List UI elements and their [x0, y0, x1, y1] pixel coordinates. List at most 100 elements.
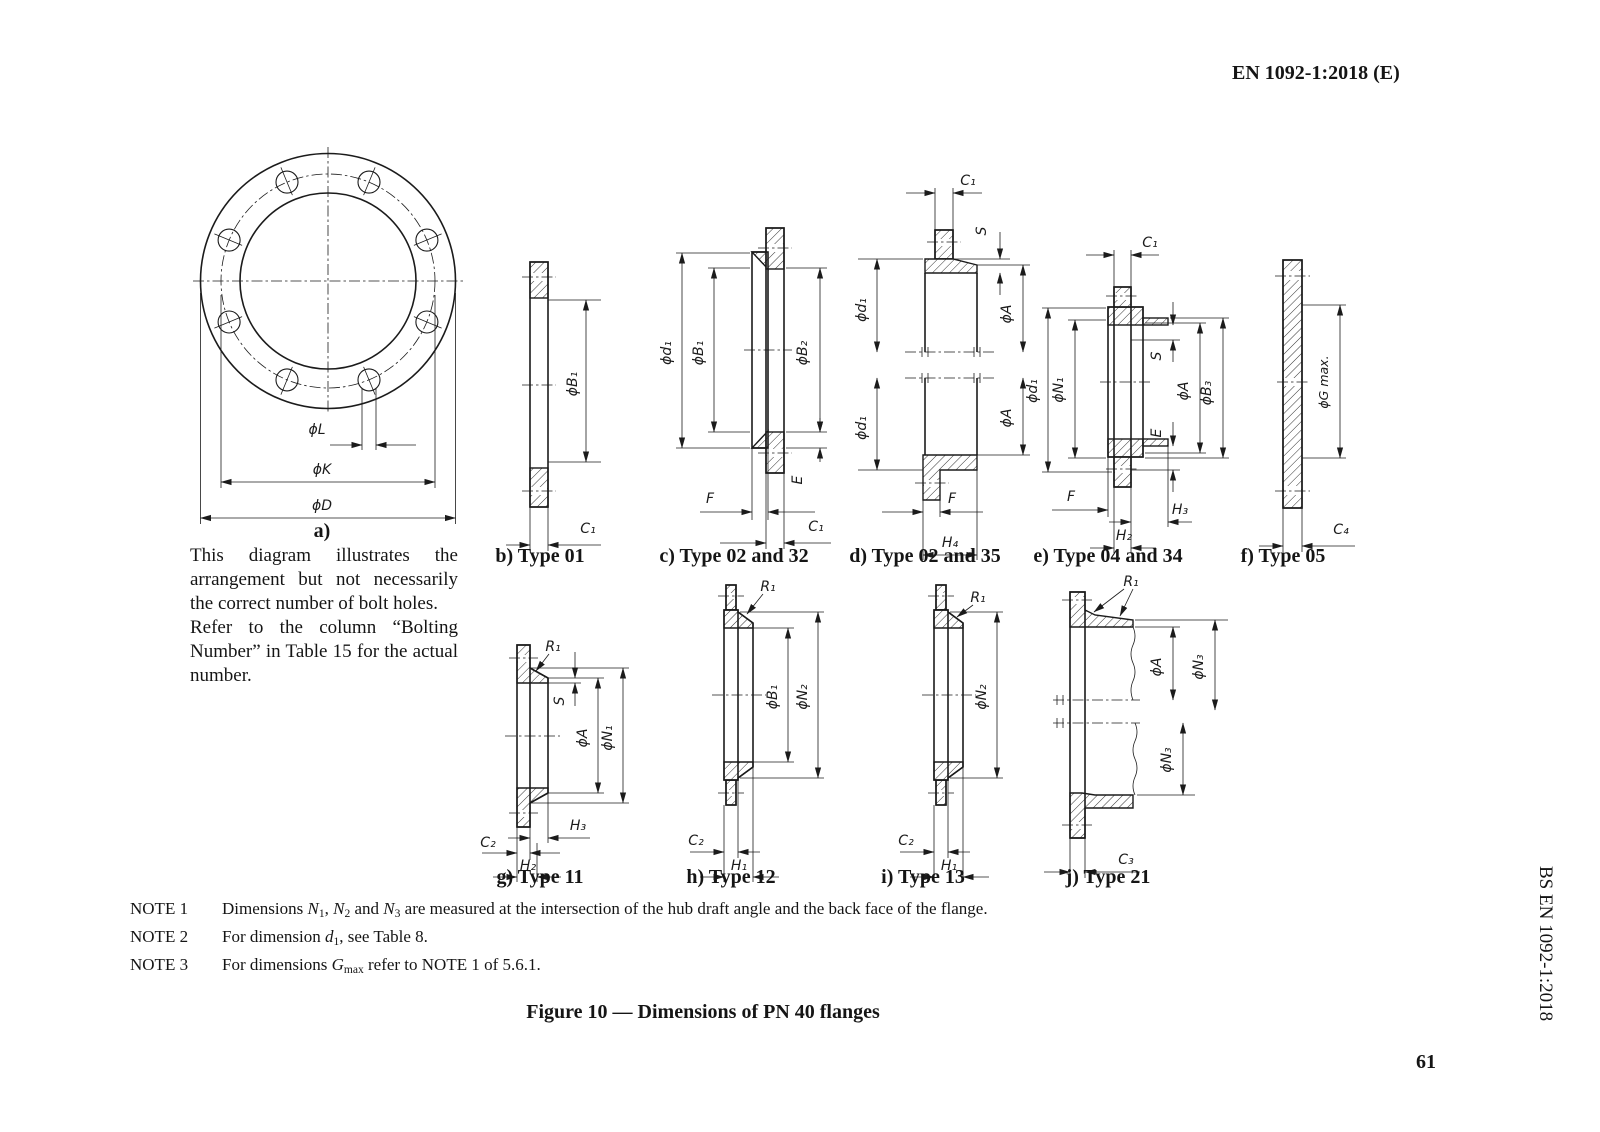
drawing-h-type12: R₁ ϕB₁ ϕN₂ C₂ H₁	[688, 579, 824, 882]
dim-label-phi-d1: ϕd₁	[659, 341, 675, 365]
dim-label-C1: C₁	[580, 521, 595, 537]
dim-label-phi-d1: ϕd₁	[1025, 379, 1041, 403]
caption-i: i) Type 13	[881, 866, 965, 888]
dim-phi-A: ϕA	[1145, 322, 1206, 454]
dim-label-S: S	[974, 226, 990, 235]
dim-label-phi-K: ϕK	[313, 462, 333, 478]
side-standard-label: BS EN 1092-1:2018	[1535, 866, 1556, 1022]
dim-E: E	[786, 418, 827, 484]
dim-label-H3: H₃	[570, 818, 587, 834]
dim-H2: H₂	[1090, 487, 1156, 553]
dim-phi-N1: ϕN₁	[1051, 319, 1106, 459]
dim-R1: R₁	[746, 579, 776, 615]
dim-phi-D: ϕD	[200, 293, 456, 524]
dim-label-phi-B1: ϕB₁	[765, 685, 781, 709]
page-number: 61	[1416, 1051, 1436, 1073]
dim-F: F	[1052, 457, 1109, 517]
dim-label-phi-d1-upper: ϕd₁	[854, 298, 870, 322]
dim-label-phi-A: ϕA	[1176, 382, 1192, 401]
dim-phi-A-upper: ϕA	[977, 264, 1030, 353]
dim-label-phi-A-upper: ϕA	[999, 305, 1015, 324]
caption-f: f) Type 05	[1240, 545, 1326, 567]
dim-phi-A-lower: ϕA	[977, 377, 1030, 456]
dim-S: S	[1131, 302, 1180, 362]
dim-label-phi-N3-upper: ϕN₃	[1191, 654, 1207, 680]
dim-H1: H₁	[910, 767, 989, 882]
dim-label-E: E	[1149, 428, 1165, 437]
dim-label-phi-A: ϕA	[575, 729, 591, 748]
caption-j: j) Type 21	[1065, 866, 1151, 888]
dim-label-R1: R₁	[970, 590, 985, 606]
dim-C4: C₄	[1259, 508, 1355, 552]
dim-label-C2: C₂	[480, 835, 496, 851]
drawing-d-type02-35: C₁ S ϕd₁ ϕd₁ ϕA ϕA F H₄	[854, 173, 1030, 560]
drawing-g-type11: R₁ S ϕA ϕN₁ H₃ C₂ H₂	[480, 639, 629, 882]
dim-label-C4: C₄	[1333, 522, 1349, 538]
dim-phi-K: ϕK	[220, 295, 436, 488]
dim-H1: H₁	[700, 767, 779, 882]
drawing-a-bolt-circle-view: ϕL ϕK ϕD	[193, 147, 464, 524]
caption-e: e) Type 04 and 34	[1033, 545, 1183, 567]
dim-label-R1: R₁	[545, 639, 560, 655]
dim-label-H1: H₁	[941, 858, 957, 874]
dim-R1: R₁	[956, 590, 986, 618]
dim-label-F: F	[706, 491, 715, 507]
drawing-f-type05: ϕG max. C₄	[1259, 259, 1355, 552]
dim-C1: C₁	[720, 473, 831, 549]
dim-phi-N1: ϕN₁	[530, 667, 629, 804]
dim-R1: R₁	[1093, 574, 1139, 617]
dim-phi-d1-upper: ϕd₁	[854, 258, 923, 353]
dim-phi-L: ϕL	[308, 388, 416, 450]
document-code: EN 1092-1:2018 (E)	[1232, 62, 1400, 84]
dim-phi-B1: ϕB₁	[753, 627, 794, 763]
dim-C2: C₂	[688, 780, 760, 858]
caption-c: c) Type 02 and 32	[659, 545, 809, 567]
dim-label-phi-L: ϕL	[308, 422, 325, 438]
dim-C3: C₃	[1044, 838, 1140, 878]
dim-label-C2: C₂	[688, 833, 704, 849]
figure-caption: Figure 10 — Dimensions of PN 40 flanges	[526, 1001, 880, 1023]
caption-b: b) Type 01	[495, 545, 585, 567]
dim-E: E	[1131, 422, 1180, 492]
dim-S: S	[548, 652, 581, 706]
dim-phi-N3-lower: ϕN₃	[1137, 722, 1195, 796]
dim-phi-B3: ϕB₃	[1145, 317, 1229, 459]
dim-label-H2: H₂	[520, 858, 537, 874]
dim-label-phi-D: ϕD	[312, 498, 332, 514]
dim-label-C1: C₁	[808, 519, 823, 535]
dim-label-phi-N3-lower: ϕN₃	[1159, 747, 1175, 773]
dim-phi-N2: ϕN₂	[950, 611, 1003, 779]
drawing-e-type04-34: C₁ ϕd₁ ϕN₁ S ϕA ϕB₃ E F H	[1025, 235, 1229, 553]
dim-phi-d1: ϕd₁	[1025, 307, 1112, 473]
caption-a: a)	[313, 520, 331, 542]
dim-label-F: F	[1067, 489, 1076, 505]
dim-label-H3: H₃	[1172, 502, 1189, 518]
drawing-b-type01: ϕB₁ C₁	[506, 261, 601, 551]
drawing-i-type13: R₁ ϕN₂ C₂ H₁	[898, 584, 1003, 882]
caption-g: g) Type 11	[496, 866, 584, 888]
note-text: For dimension d1, see Table 8.	[222, 926, 428, 948]
dim-label-F: F	[948, 491, 957, 507]
dim-label-phi-N2: ϕN₂	[795, 684, 811, 710]
drawing-j-type21: R₁ ϕA ϕN₃ ϕN₃ C₃	[1044, 574, 1228, 878]
dim-label-C3: C₃	[1118, 852, 1134, 868]
intro-text: This diagram illustrates the arrangement…	[190, 544, 458, 688]
dim-label-C1: C₁	[1142, 235, 1157, 251]
caption-h: h) Type 12	[686, 866, 776, 888]
dim-S: S	[953, 226, 1010, 295]
note-text: Dimensions N1, N2 and N3 are measured at…	[222, 899, 988, 920]
drawing-c-type02-32: ϕd₁ ϕB₁ ϕB₂ E F C₁	[659, 227, 831, 549]
dim-F: F	[882, 491, 983, 560]
dim-label-S: S	[552, 696, 568, 705]
dim-phi-N3-upper: ϕN₃	[1135, 619, 1228, 711]
note-tag: NOTE 3	[130, 954, 189, 974]
dim-label-C1: C₁	[960, 173, 975, 189]
dim-phi-A: ϕA	[548, 677, 604, 794]
dim-R1: R₁	[535, 639, 561, 672]
dim-label-C2: C₂	[898, 833, 914, 849]
dim-H4: H₄	[922, 470, 978, 560]
